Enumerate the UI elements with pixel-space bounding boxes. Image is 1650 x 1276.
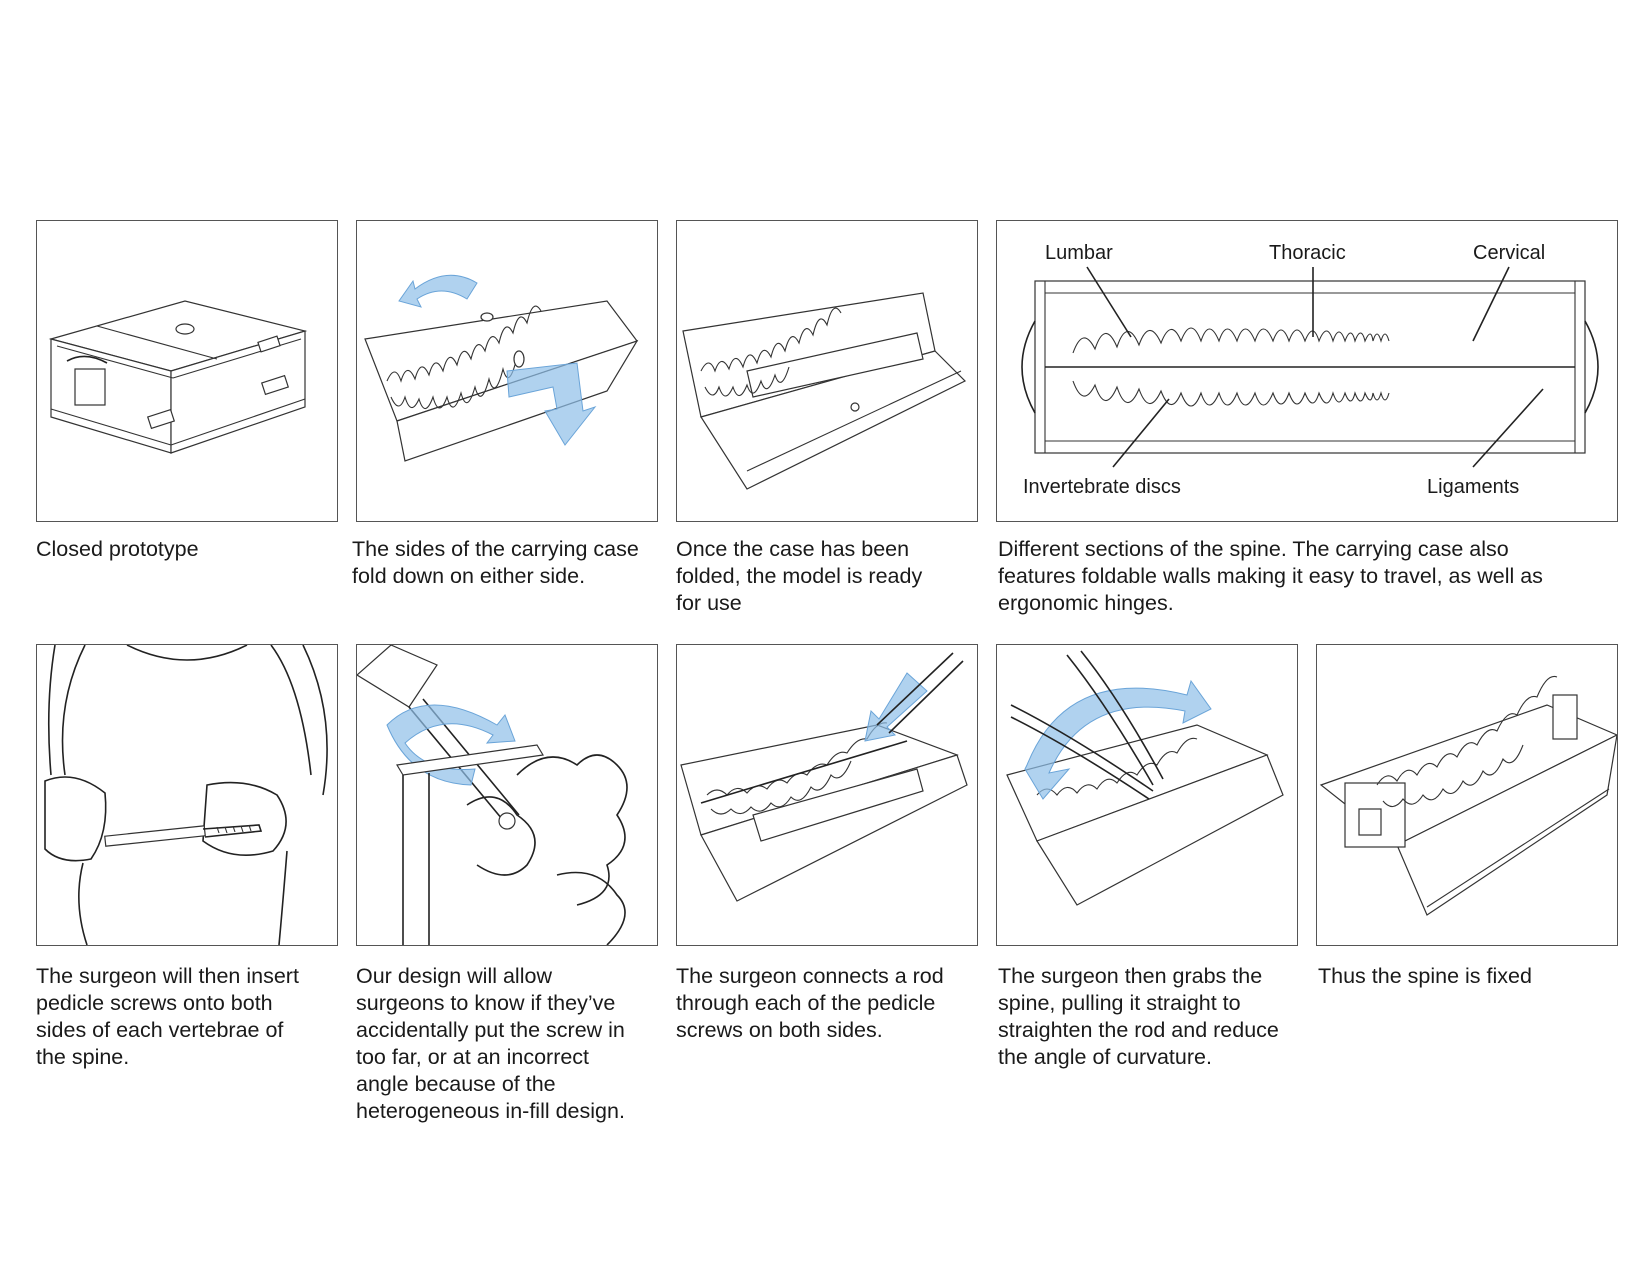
rod-insertion-illustration	[680, 652, 968, 902]
panel-closed-prototype	[36, 220, 338, 522]
caption-connect-rod: The surgeon connects a rod through each …	[676, 964, 944, 1042]
open-case-illustration	[682, 292, 967, 490]
caption-sides-fold: The sides of the carrying case fold down…	[352, 537, 639, 588]
caption-screw-angle: Our design will allow surgeons to know i…	[356, 964, 625, 1123]
panel-spine-sections: Lumbar Thoracic Cervical Invertebrate di…	[996, 220, 1618, 522]
panel-folded-ready	[676, 220, 978, 522]
caption-straighten: The surgeon then grabs the spine, pullin…	[998, 964, 1279, 1069]
panel-spine-fixed	[1316, 644, 1618, 946]
label-cervical: Cervical	[1473, 242, 1545, 264]
label-ligaments: Ligaments	[1427, 476, 1519, 498]
panel-sides-fold	[356, 220, 658, 522]
hands-screw-illustration	[44, 645, 328, 945]
fixed-spine-illustration	[1319, 675, 1617, 916]
panel-connect-rod	[676, 644, 978, 946]
closed-case-illustration	[48, 300, 308, 454]
label-lumbar: Lumbar	[1045, 242, 1113, 264]
panel-straighten	[996, 644, 1298, 946]
label-invertebrate-discs: Invertebrate discs	[1023, 476, 1181, 498]
screwdriver-illustration	[357, 645, 628, 945]
spine-diagram: Lumbar Thoracic Cervical Invertebrate di…	[1021, 242, 1599, 498]
panel-screw-angle	[356, 644, 658, 946]
panel-insert-screws	[36, 644, 338, 946]
label-thoracic: Thoracic	[1269, 242, 1346, 264]
straightening-illustration	[1006, 650, 1284, 906]
caption-folded-ready: Once the case has been folded, the model…	[676, 537, 923, 615]
caption-insert-screws: The surgeon will then insert pedicle scr…	[36, 964, 299, 1069]
caption-closed-prototype: Closed prototype	[36, 537, 199, 561]
caption-spine-sections: Different sections of the spine. The car…	[998, 537, 1543, 615]
folding-case-illustration	[364, 274, 639, 462]
caption-spine-fixed: Thus the spine is fixed	[1318, 964, 1532, 988]
